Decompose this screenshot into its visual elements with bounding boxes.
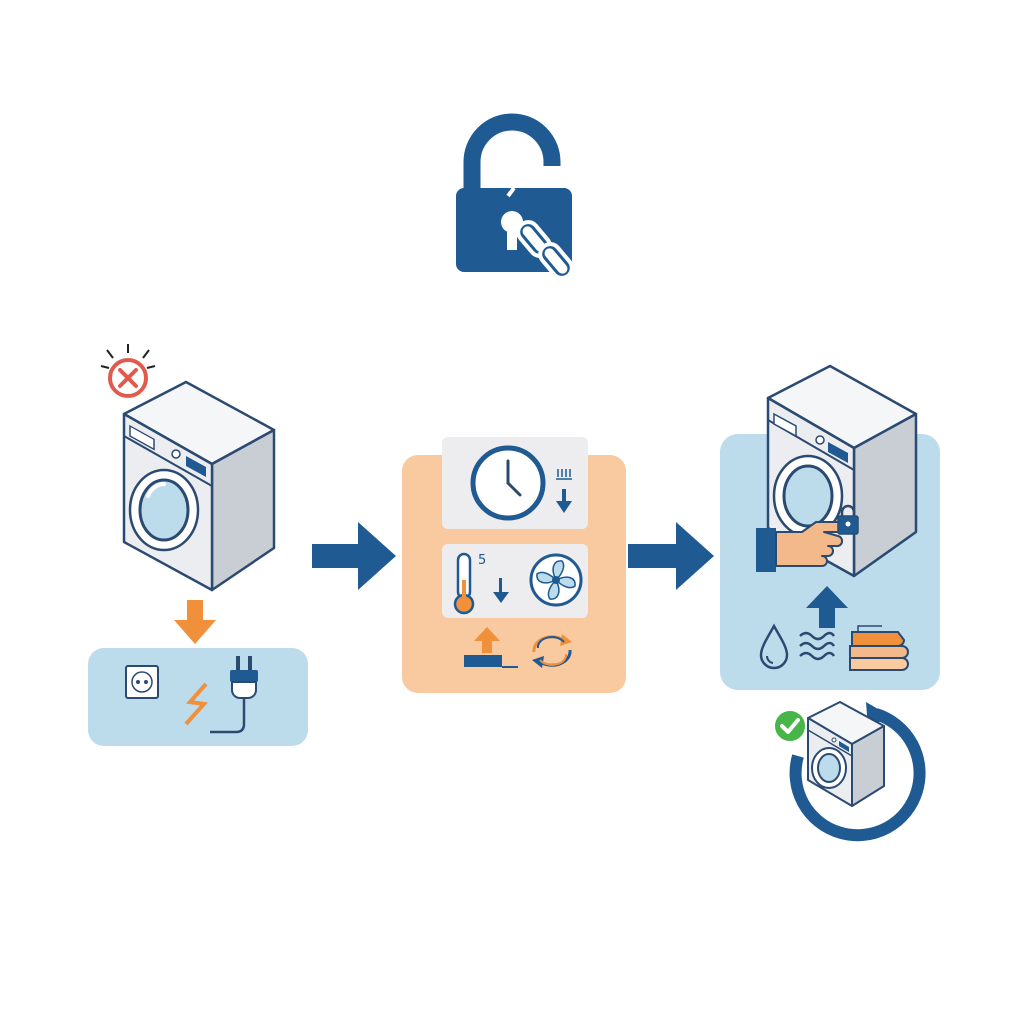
thermometer-icon: 5 xyxy=(453,552,486,615)
right-arrow-icon xyxy=(628,522,714,590)
fan-icon xyxy=(529,553,583,607)
small-lock-icon xyxy=(837,504,859,535)
down-arrow-icon xyxy=(174,600,216,644)
power-plug-icon xyxy=(210,656,258,734)
up-arrow-icon xyxy=(806,586,848,628)
washing-machine-icon xyxy=(807,701,885,807)
clock-icon xyxy=(470,445,546,521)
thermometer-digit: 5 xyxy=(478,553,486,568)
error-x-icon xyxy=(100,344,156,398)
rotate-cycle-icon xyxy=(532,634,572,668)
steam-waves-icon xyxy=(799,631,836,661)
hand-press-lock-icon xyxy=(756,504,859,572)
timer-card xyxy=(442,437,588,529)
down-arrow-icon xyxy=(493,578,509,603)
washing-machine-icon xyxy=(122,380,276,592)
unlocked-padlock-icon xyxy=(456,113,574,280)
cooling-card: 5 xyxy=(442,544,588,618)
wall-socket-icon xyxy=(125,665,159,699)
check-icon xyxy=(773,709,807,743)
right-arrow-icon xyxy=(312,522,396,590)
lightning-bolt-icon xyxy=(184,682,208,726)
power-panel xyxy=(88,648,308,746)
down-arrow-icon xyxy=(556,469,572,513)
chain-link-icon xyxy=(516,220,574,280)
water-drop-icon xyxy=(759,623,789,670)
folded-laundry-icon xyxy=(849,625,909,671)
up-arrow-icon xyxy=(464,627,518,668)
